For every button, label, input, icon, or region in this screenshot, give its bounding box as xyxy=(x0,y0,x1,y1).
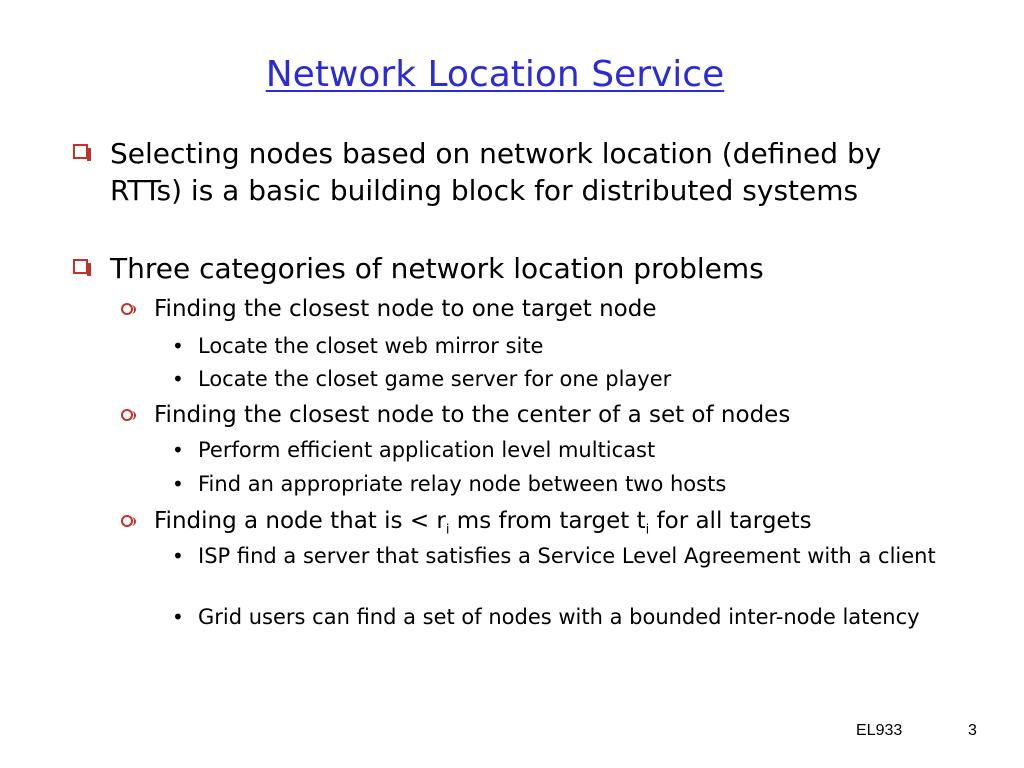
sub-bullet-3: Finding a node that is < ri ms from targ… xyxy=(121,506,944,538)
item-3: • Perform efficient application level mu… xyxy=(172,436,938,464)
circle-bullet-icon xyxy=(121,303,136,315)
slide-title: Network Location Service xyxy=(265,54,725,95)
sub-bullet-3-pre: Finding a node that is < r xyxy=(154,508,446,534)
bullet-2: Three categories of network location pro… xyxy=(73,250,950,287)
square-bullet-icon xyxy=(73,144,91,161)
bullet-1-text: Selecting nodes based on network locatio… xyxy=(110,137,882,207)
item-5: • ISP find a server that satisfies a Ser… xyxy=(172,542,938,570)
item-4-text: Find an appropriate relay node between t… xyxy=(198,472,727,496)
item-3-text: Perform efficient application level mult… xyxy=(198,438,656,462)
item-2-text: Locate the closet game server for one pl… xyxy=(198,367,672,391)
dot-bullet-icon: • xyxy=(172,605,184,629)
sub-bullet-3-post: for all targets xyxy=(649,508,812,534)
item-5-text: ISP find a server that satisfies a Servi… xyxy=(198,544,936,568)
sub-bullet-2-text: Finding the closest node to the center o… xyxy=(154,402,791,428)
sub-bullet-3-mid: ms from target t xyxy=(449,508,646,534)
sub-bullet-2: Finding the closest node to the center o… xyxy=(121,400,944,430)
sub-bullet-1-text: Finding the closest node to one target n… xyxy=(154,296,657,322)
square-bullet-icon xyxy=(73,259,91,276)
item-1-text: Locate the closet web mirror site xyxy=(198,334,544,358)
subscript-i: i xyxy=(645,522,650,538)
item-4: • Find an appropriate relay node between… xyxy=(172,470,938,498)
item-2: • Locate the closet game server for one … xyxy=(172,365,938,393)
item-6: • Grid users can find a set of nodes wit… xyxy=(172,603,938,631)
dot-bullet-icon: • xyxy=(172,544,184,568)
circle-bullet-icon xyxy=(121,515,136,527)
footer-page-number: 3 xyxy=(968,722,977,739)
circle-bullet-icon xyxy=(121,409,136,421)
footer-course: EL933 xyxy=(856,722,903,739)
bullet-2-text: Three categories of network location pro… xyxy=(110,252,764,285)
dot-bullet-icon: • xyxy=(172,334,184,358)
subscript-i: i xyxy=(445,522,450,538)
dot-bullet-icon: • xyxy=(172,472,184,496)
sub-bullet-1: Finding the closest node to one target n… xyxy=(121,294,944,324)
dot-bullet-icon: • xyxy=(172,438,184,462)
item-1: • Locate the closet web mirror site xyxy=(172,332,938,360)
item-6-text: Grid users can find a set of nodes with … xyxy=(198,605,920,629)
dot-bullet-icon: • xyxy=(172,367,184,391)
bullet-1: Selecting nodes based on network locatio… xyxy=(73,135,950,209)
